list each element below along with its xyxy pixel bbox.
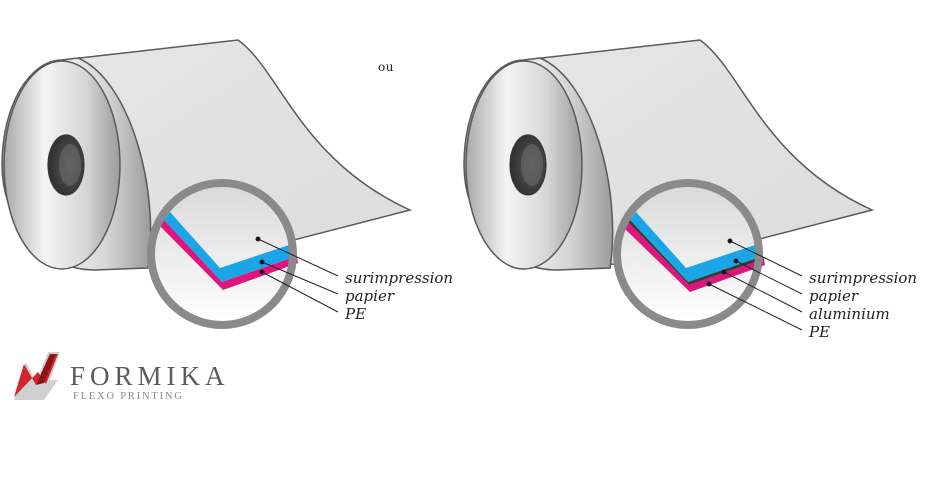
roll-right-label-surimpression: surimpression [809,269,917,287]
layer-right-surimpression [630,212,763,282]
formika-logo-tagline: FLEXO PRINTING [73,391,184,402]
roll-left: surimpression papier PE [1,39,453,329]
formika-logo-brand: FORMIKA [70,361,230,391]
zoom-right-fill [620,186,756,322]
formika-logo: FORMIKA FLEXO PRINTING [14,352,230,402]
roll-right-label-pe: PE [808,323,830,341]
roll-left-label-surimpression: surimpression [345,269,453,287]
roll-right-label-aluminium: aluminium [809,305,890,323]
roll-left-label-papier: papier [345,287,395,305]
roll-right: surimpression papier aluminium PE [463,39,917,341]
separator-text: ou [378,60,394,74]
layer-left-surimpression [164,212,297,282]
zoom-left-fill [154,186,290,322]
roll-right-label-papier: papier [809,287,859,305]
formika-logo-mark-icon [14,352,60,400]
layer-right-aluminium [628,220,764,285]
zoom-ring-right [613,179,763,329]
roll-left-label-pe: PE [344,305,366,323]
zoom-ring-left [147,179,297,329]
